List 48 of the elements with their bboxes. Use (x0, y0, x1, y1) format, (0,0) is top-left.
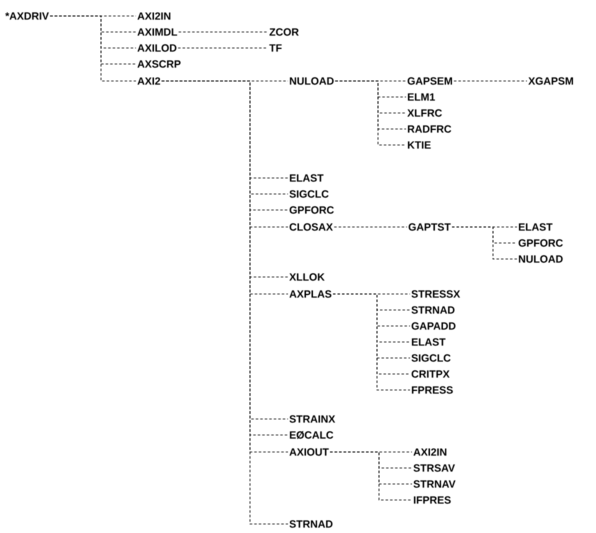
routine-name: IFPRES (414, 496, 451, 504)
routine-name: GPFORC (518, 239, 563, 247)
routine-name: STRAINX (290, 415, 336, 423)
routine-name: ELM1 (408, 93, 435, 101)
routine-name: AXIOUT (289, 448, 329, 456)
connector-line (332, 294, 410, 390)
routine-name: AXI2IN (137, 12, 170, 20)
routine-name: CLOSAX (290, 223, 333, 231)
routine-name: AXI2 (137, 77, 160, 85)
routine-name: AXILOD (137, 44, 176, 52)
routine-name: STRESSX (412, 290, 460, 298)
routine-name: KTIE (408, 141, 431, 149)
routine-name: STRSAV (414, 464, 455, 472)
connector-line (330, 452, 412, 500)
routine-name: STRNAV (414, 480, 456, 488)
routine-name: FPRESS (412, 386, 453, 394)
routine-name: AXPLAS (289, 290, 332, 298)
routine-name: XGAPSM (528, 77, 574, 85)
routine-name: STRNAD (290, 520, 332, 528)
routine-name: GAPSEM (408, 77, 452, 85)
routine-name: STRNAD (412, 306, 454, 314)
routine-name: RADFRC (408, 125, 452, 133)
routine-name: NULOAD (518, 255, 563, 263)
connector-line (454, 80, 528, 82)
routine-name: GAPADD (412, 322, 456, 330)
routine-name: XLFRC (407, 109, 442, 117)
routine-name: ELAST (412, 338, 446, 346)
routine-name: ZCOR (270, 28, 299, 36)
routine-name: TF (269, 44, 282, 52)
routine-name: NULOAD (290, 77, 334, 85)
routine-name: *AXDRIV (5, 12, 49, 20)
routine-name: XLLOK (289, 273, 325, 281)
routine-name: CRITPX (412, 370, 450, 378)
connector-line (50, 16, 136, 82)
routine-name: GAPTST (408, 223, 451, 231)
routine-name: EØCALC (290, 431, 334, 439)
routine-name: AXI2IN (413, 448, 446, 456)
connector-line (334, 226, 408, 228)
routine-name: AXIMDL (137, 28, 178, 36)
routine-name: GPFORC (290, 206, 334, 214)
connector-line (161, 80, 288, 524)
routine-name: ELAST (290, 174, 324, 182)
routine-name: AXSCRP (137, 60, 181, 68)
connector-line (452, 226, 518, 260)
connector-line (334, 80, 406, 146)
routine-name: SIGCLC (412, 354, 451, 362)
routine-name: SIGCLC (290, 190, 329, 198)
routine-name: ELAST (518, 223, 552, 231)
